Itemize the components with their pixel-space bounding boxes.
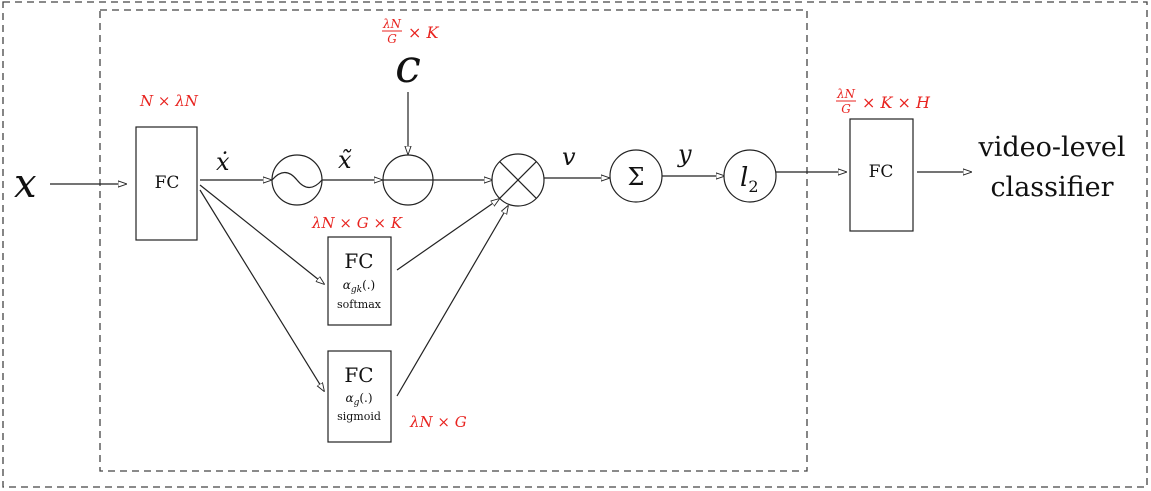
xdot-symbol: ẋ bbox=[216, 148, 230, 176]
softmax-fc-label: FC bbox=[344, 249, 373, 273]
v-symbol: v bbox=[562, 143, 576, 171]
svg-text:G: G bbox=[387, 32, 397, 46]
multiply-icon-b bbox=[499, 161, 537, 199]
sum-symbol: Σ bbox=[628, 163, 645, 191]
svg-text:× K × H: × K × H bbox=[862, 93, 931, 112]
centers-dims: λN G × K bbox=[382, 17, 440, 46]
arrow-sigmoid-fc-to-times bbox=[396, 206, 508, 397]
fc1-label: FC bbox=[155, 173, 180, 193]
centers-symbol: c bbox=[395, 39, 421, 93]
input-symbol: x bbox=[14, 161, 37, 207]
fc-final-box bbox=[849, 118, 914, 232]
fc-final-dims: λN G × K × H bbox=[836, 87, 931, 116]
svg-text:× K: × K bbox=[408, 23, 439, 42]
sigmoid-fc-func: αg(.) bbox=[345, 391, 372, 408]
arrow-fc1-to-sigmoid-fc bbox=[199, 189, 324, 391]
softmax-fc-func: αgk(.) bbox=[343, 278, 376, 295]
svg-text:λN: λN bbox=[382, 17, 402, 31]
softmax-fc-activation: softmax bbox=[337, 298, 382, 311]
wave-icon bbox=[271, 171, 323, 189]
svg-text:λN: λN bbox=[836, 87, 856, 101]
fc-final-label: FC bbox=[869, 162, 894, 182]
y-symbol: y bbox=[677, 140, 692, 168]
l2-symbol: l2 bbox=[740, 163, 759, 196]
classifier-line1: video-level bbox=[977, 132, 1125, 163]
sigmoid-fc-box bbox=[327, 350, 392, 443]
sigmoid-fc-label: FC bbox=[344, 363, 373, 387]
xtilde-symbol: x̃ bbox=[338, 146, 352, 174]
svg-text:G: G bbox=[841, 102, 851, 116]
softmax-fc-box bbox=[327, 236, 392, 326]
fc1-dims: N × λN bbox=[139, 92, 199, 110]
softmax-fc-dims: λN × G × K bbox=[311, 214, 403, 232]
inner-frame bbox=[99, 9, 808, 472]
sigmoid-fc-activation: sigmoid bbox=[337, 410, 381, 423]
fc1-box bbox=[135, 126, 198, 241]
arrow-fc1-to-softmax-fc bbox=[199, 184, 324, 284]
l2-norm-circle bbox=[723, 149, 777, 203]
sigmoid-fc-dims: λN × G bbox=[409, 413, 467, 431]
classifier-line2: classifier bbox=[990, 172, 1113, 203]
arrow-softmax-fc-to-times bbox=[396, 199, 499, 271]
